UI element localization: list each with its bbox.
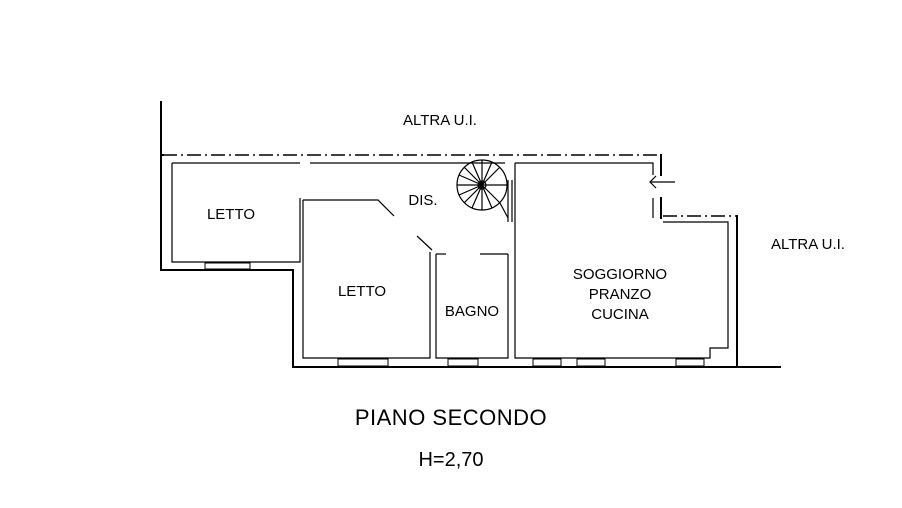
room-label-soggiorno: SOGGIORNO: [573, 266, 667, 283]
adjacent-unit-label-top: ALTRA U.I.: [403, 112, 477, 129]
windows: [204, 262, 705, 367]
outer-walls: [160, 101, 781, 368]
plan-title: PIANO SECONDO: [354, 405, 548, 430]
room-label-dis: DIS.: [408, 192, 437, 209]
inner-walls: [171, 162, 729, 359]
room-label-pranzo: PRANZO: [589, 286, 652, 303]
adjacent-unit-label-right: ALTRA U.I.: [771, 236, 845, 253]
room-label-letto-2: LETTO: [338, 283, 386, 300]
room-label-bagno: BAGNO: [445, 303, 499, 320]
room-label-letto-1: LETTO: [207, 206, 255, 223]
spiral-staircase-icon: [456, 159, 509, 219]
ceiling-height: H=2,70: [418, 449, 484, 471]
room-label-cucina: CUCINA: [591, 306, 649, 323]
entrance-arrow-icon: [649, 175, 675, 189]
